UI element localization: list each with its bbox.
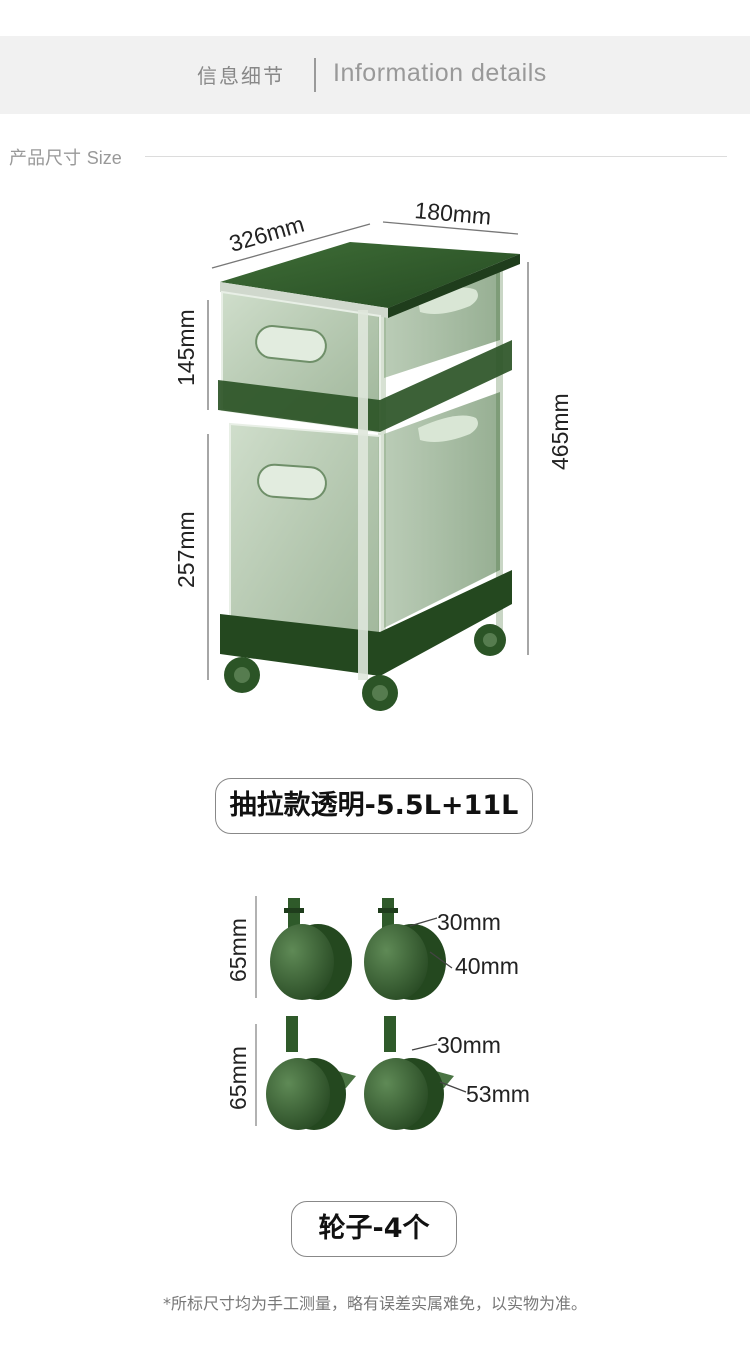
wheel-icon [364,1016,467,1130]
wheel-icon [364,898,453,1000]
wheels-illustration: 65mm 30mm 40mm 65mm 30mm 53mm [225,896,530,1130]
cart-frame [218,242,520,680]
wheel-row2-width: 30mm [437,1032,501,1058]
wheel-row1-width: 30mm [437,909,501,935]
dim-upper-drawer: 145mm [173,309,199,386]
header-title-cn: 信息细节 [197,64,285,88]
header-divider [314,58,316,92]
wheel-row2-diameter: 53mm [466,1081,530,1107]
product-variant-tag: 抽拉款透明-5.5L+11L [215,778,533,834]
section-label-cn: 产品尺寸 [9,148,81,169]
header-title-en: Information details [333,59,547,87]
wheel-row2-height: 65mm [225,1046,251,1110]
wheel-row1-height: 65mm [225,918,251,982]
section-label-en: Size [86,148,122,168]
dimension-lines [207,221,529,680]
wheel-icon [266,1016,356,1130]
cart-casters [224,624,506,711]
section-label: 产品尺寸 Size [9,144,122,170]
header-band: 信息细节 Information details [0,36,750,114]
cart-illustration: 326mm 180mm 465mm 145mm 257mm [173,197,573,711]
wheel-icon [270,898,352,1000]
section-divider [145,156,727,157]
wheels-quantity-tag: 轮子-4个 [291,1201,457,1257]
dim-total-height: 465mm [547,393,573,470]
dim-lower-drawer: 257mm [173,511,199,588]
wheel-row1-diameter: 40mm [455,953,519,979]
measurement-disclaimer: *所标尺寸均为手工测量，略有误差实属难免，以实物为准。 [162,1294,587,1313]
